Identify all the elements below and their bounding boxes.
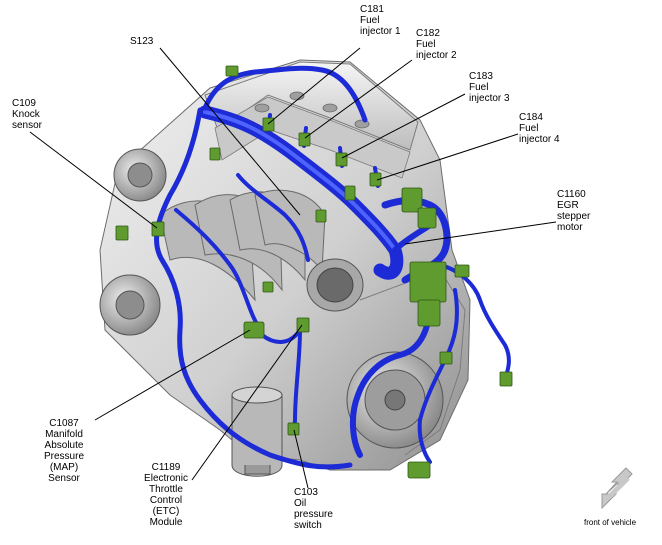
callout-c103: C103 Oil pressure switch: [294, 487, 333, 531]
leader-c1189: [191, 324, 303, 481]
connector-egr-lower: [417, 299, 441, 327]
connector-egr-2: [417, 207, 437, 229]
leader-c109: [29, 131, 158, 229]
connector-c1087: [243, 321, 265, 339]
callout-c1189: C1189 Electronic Throttle Control (ETC) …: [144, 462, 188, 528]
connector-left: [115, 225, 129, 241]
leader-c1160: [404, 221, 557, 245]
callout-c181: C181 Fuel injector 1: [360, 4, 401, 37]
leader-c103: [293, 429, 309, 489]
connector-far-right: [499, 371, 513, 387]
connector-c183: [335, 152, 348, 167]
connector-c109: [151, 221, 165, 237]
leader-c182: [304, 59, 413, 139]
connector-mid: [344, 185, 356, 201]
callout-c109: C109 Knock sensor: [12, 98, 43, 131]
connector-intake: [262, 281, 274, 293]
callout-c183: C183 Fuel injector 3: [469, 71, 510, 104]
connector-c184: [369, 172, 382, 187]
leader-c184: [376, 133, 519, 181]
leader-lines: [29, 47, 557, 489]
callout-c184: C184 Fuel injector 4: [519, 112, 560, 145]
callout-s123: S123: [130, 36, 154, 47]
leader-c1087: [94, 329, 251, 421]
connector-egr-1: [401, 187, 423, 213]
connector-top: [225, 65, 239, 77]
connector-c103: [287, 422, 300, 436]
leader-c181: [267, 47, 361, 125]
leader-c183: [341, 93, 466, 159]
callout-c1160: C1160 EGR stepper motor: [557, 189, 591, 233]
connectors: [115, 65, 513, 479]
connector-right: [454, 264, 470, 278]
connector-bottom: [407, 461, 431, 479]
front-of-vehicle-label: front of vehicle: [584, 518, 637, 527]
connector-upper-mid: [315, 209, 327, 223]
connector-front: [439, 351, 453, 365]
connector-s123-area: [209, 147, 221, 161]
callout-c182: C182 Fuel injector 2: [416, 28, 457, 61]
arrow-icon: [601, 467, 633, 510]
leader-s123: [159, 47, 301, 216]
connector-egr-block: [409, 261, 447, 303]
callout-c1087: C1087 Manifold Absolute Pressure (MAP) S…: [43, 418, 84, 484]
